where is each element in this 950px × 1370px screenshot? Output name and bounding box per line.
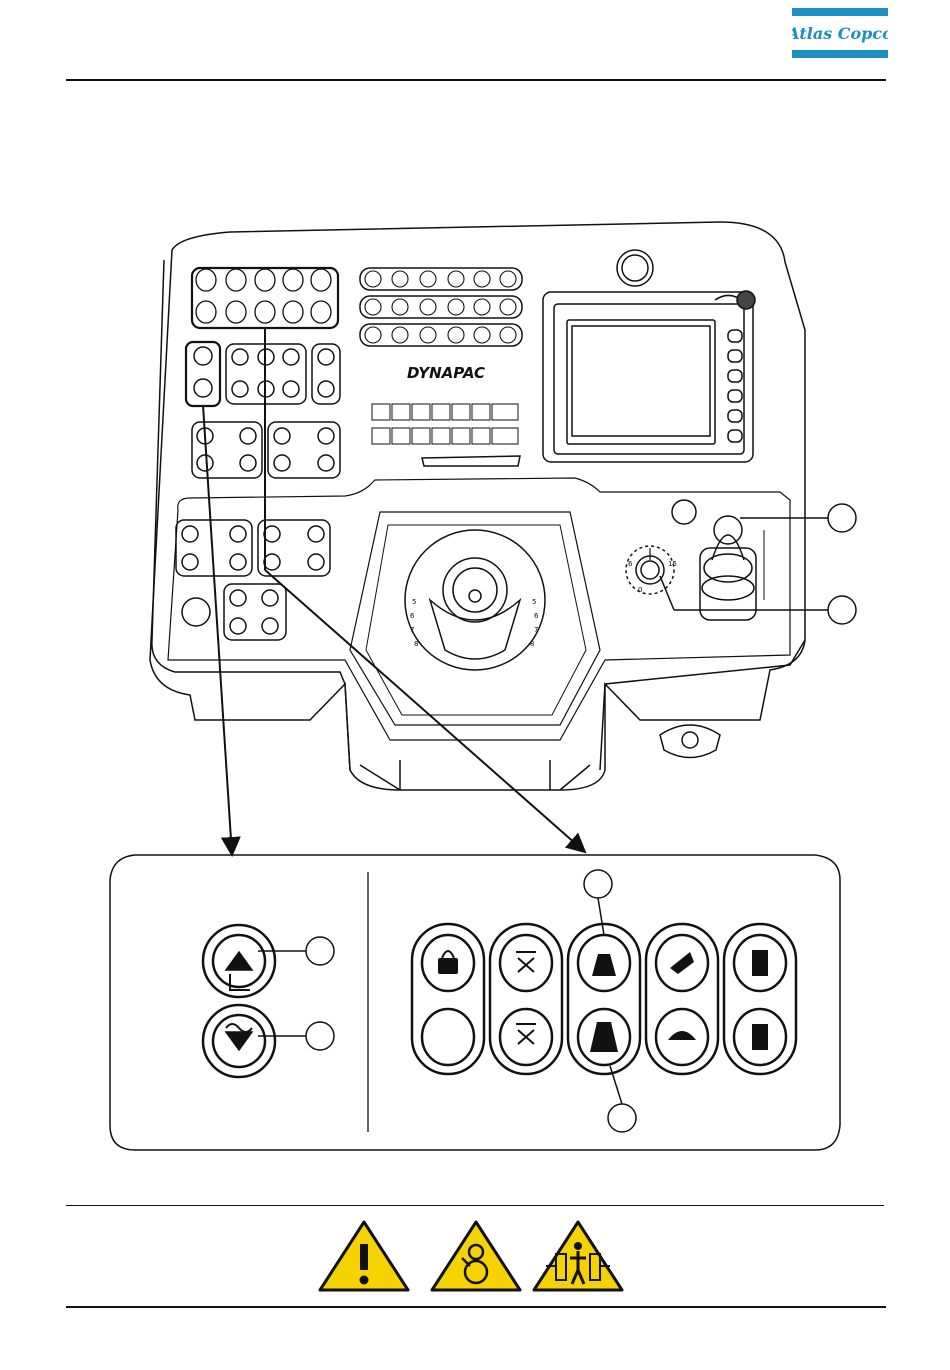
screed-buttons-detail [203,925,334,1077]
dynapac-label: DYNAPAC [407,364,485,382]
crush-hazard-icon [432,1222,520,1290]
dial-tick-left-7: 7 [410,626,414,634]
dial-tick-right-7: 7 [534,626,538,634]
speed-tick-6: 6 [628,560,633,568]
dial-tick-left-8: 8 [414,640,418,648]
panel-outline [150,222,805,790]
dial-tick-left-5: 5 [412,598,416,606]
dial-tick-right-6: 6 [534,612,539,620]
speed-tick-15: 15 [668,560,677,568]
callout-circle-upper [828,504,856,532]
dial-tick-right-5: 5 [532,598,536,606]
dial-tick-right-8: 8 [530,640,534,648]
detail-box [110,855,840,1150]
callout-circle-lower [828,596,856,624]
speed-tick-0: 0 [638,586,642,594]
general-warning-icon [320,1222,408,1290]
dial-tick-left-6: 6 [410,612,415,620]
arrow-to-screed-detail [203,405,232,855]
pinch-hazard-icon [534,1222,622,1290]
